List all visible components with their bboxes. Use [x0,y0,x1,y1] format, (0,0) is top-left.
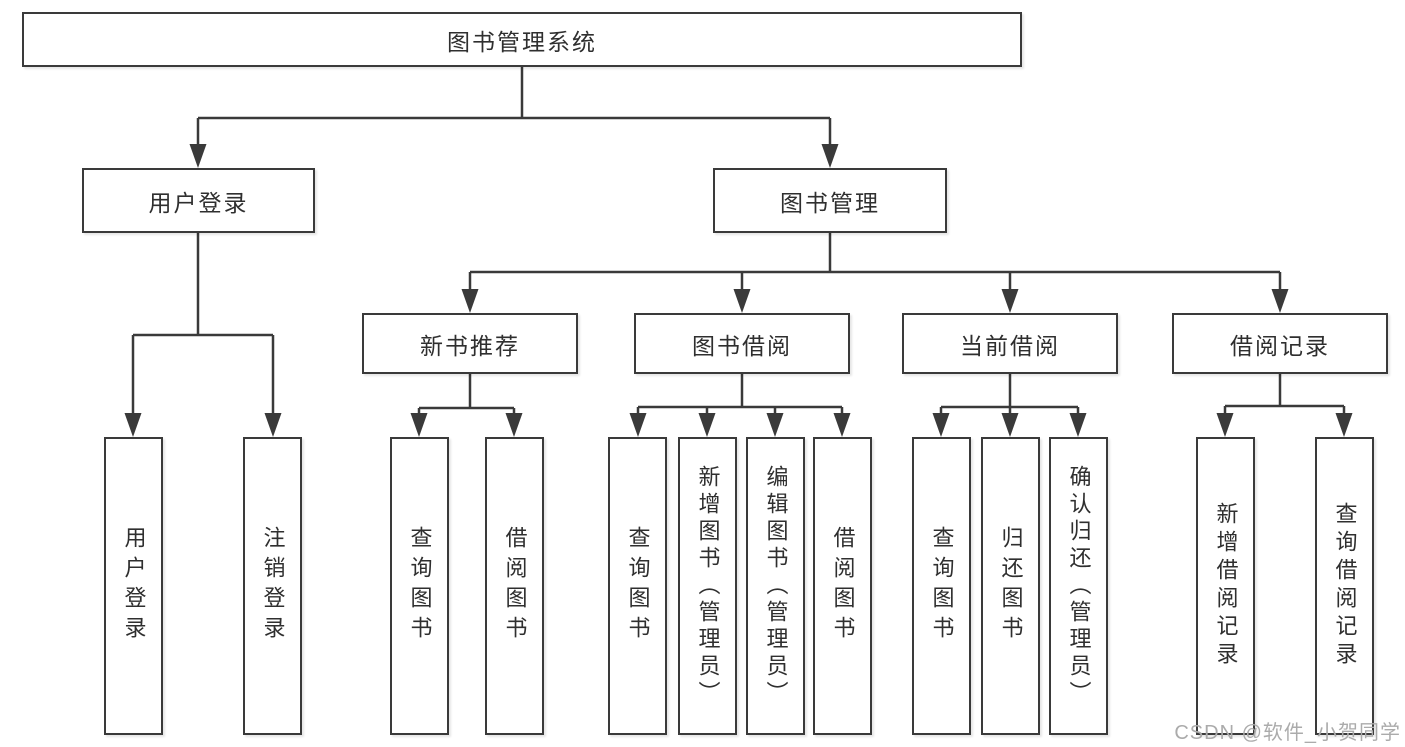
node-label: 查询图书 [407,526,433,646]
node-label: 注销登录 [260,526,286,646]
node-label: 借阅记录 [1230,332,1330,359]
node-label: 图书管理 [780,189,880,216]
node-user-login: 用户登录 [82,168,315,233]
node-book-borrow: 图书借阅 [634,313,850,374]
node-label: 新书推荐 [420,332,520,359]
node-borrow-records: 借阅记录 [1172,313,1388,374]
node-label: 图书管理系统 [447,28,597,55]
node-label: 用户登录 [148,189,249,216]
node-label: 确认归还（管理员） [1066,464,1092,708]
leaf-recommend-query-books: 查询图书 [390,437,449,735]
node-label: 查询图书 [929,526,955,646]
leaf-borrow-books: 借阅图书 [813,437,872,735]
node-book-management: 图书管理 [713,168,947,233]
node-label: 编辑图书（管理员） [763,464,789,708]
leaf-current-query-books: 查询图书 [912,437,971,735]
leaf-recommend-borrow-books: 借阅图书 [485,437,544,735]
node-current-borrow: 当前借阅 [902,313,1118,374]
node-label: 查询图书 [625,526,651,646]
leaf-user-login: 用户登录 [104,437,163,735]
node-label: 当前借阅 [960,332,1060,359]
node-label: 用户登录 [121,526,147,646]
node-library-system: 图书管理系统 [22,12,1022,67]
csdn-watermark: CSDN @软件_小贺同学 [1174,722,1401,744]
node-label: 借阅图书 [502,526,528,646]
node-label: 图书借阅 [692,332,792,359]
leaf-return-books: 归还图书 [981,437,1040,735]
leaf-logout: 注销登录 [243,437,302,735]
arrowheads [124,144,1353,437]
leaf-confirm-return-admin: 确认归还（管理员） [1049,437,1108,735]
leaf-add-borrow-record: 新增借阅记录 [1196,437,1255,735]
leaf-add-books-admin: 新增图书（管理员） [678,437,737,735]
node-label: 借阅图书 [830,526,856,646]
leaf-query-borrow-record: 查询借阅记录 [1315,437,1374,735]
leaf-borrow-query-books: 查询图书 [608,437,667,735]
node-label: 归还图书 [998,526,1024,646]
node-label: 新增借阅记录 [1213,502,1239,670]
node-label: 查询借阅记录 [1332,502,1358,670]
node-label: 新增图书（管理员） [695,464,721,708]
leaf-edit-books-admin: 编辑图书（管理员） [746,437,805,735]
node-new-book-recommend: 新书推荐 [362,313,578,374]
